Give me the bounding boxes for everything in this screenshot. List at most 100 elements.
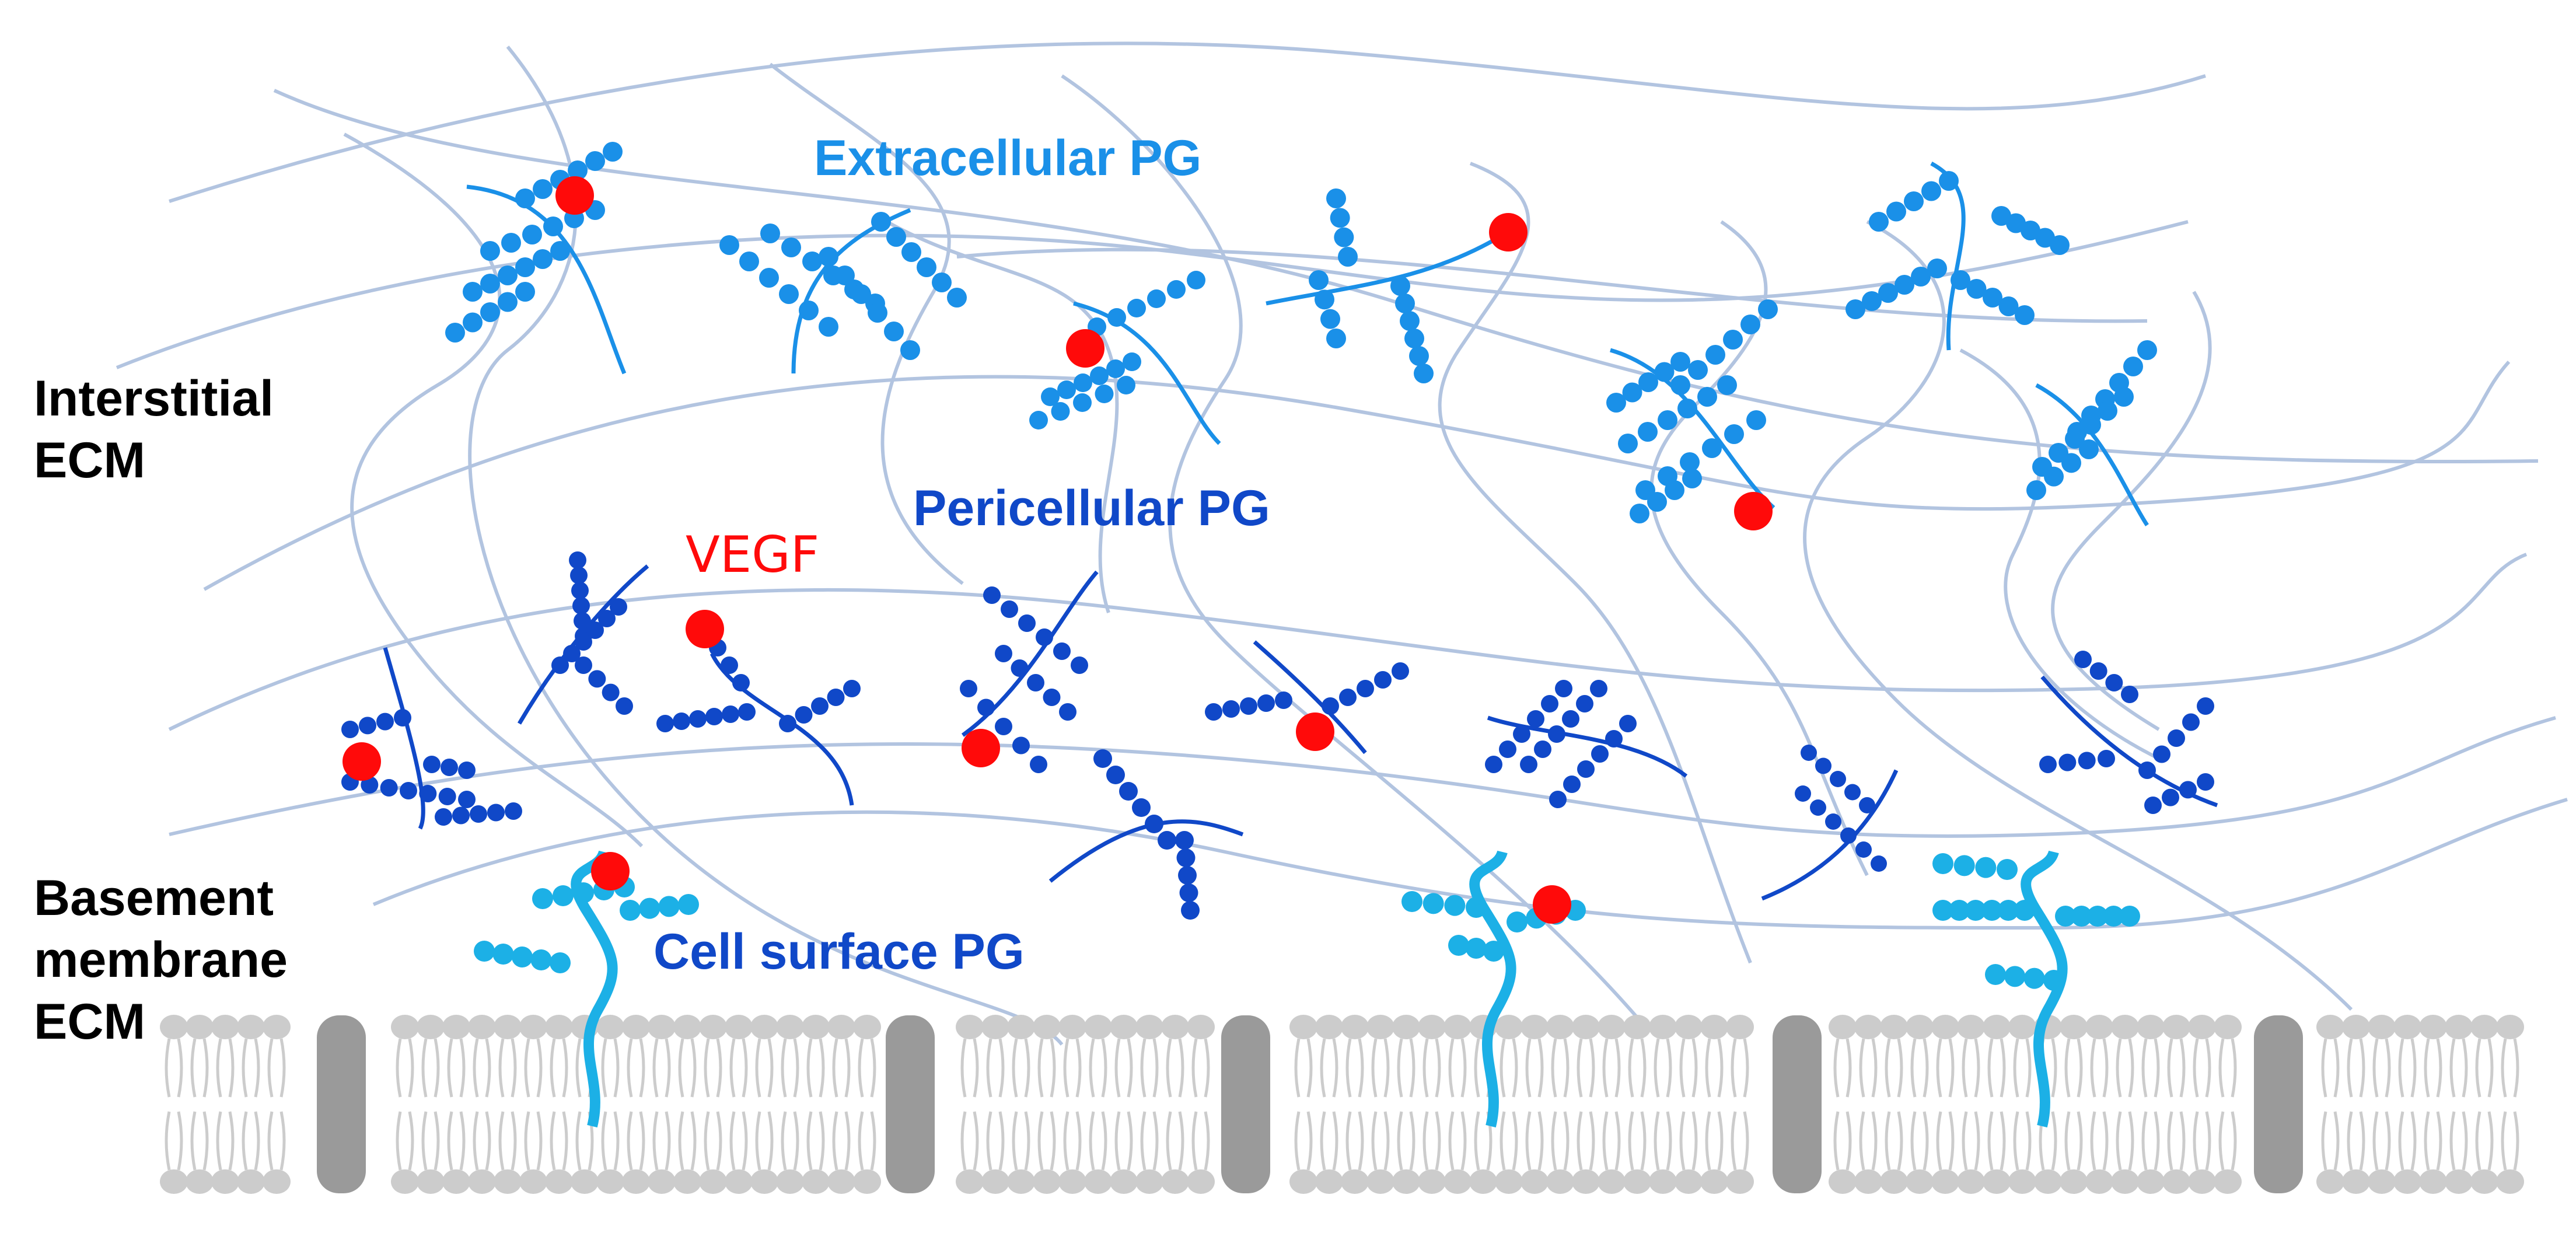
- gag-bead: [452, 806, 470, 825]
- lipid-tail: [2449, 1111, 2468, 1171]
- lipid-head: [2393, 1015, 2421, 1039]
- gag-bead: [1222, 700, 1240, 718]
- gag-bead: [1541, 695, 1558, 712]
- lipid-tail: [1063, 1111, 1082, 1171]
- lipid-tail: [498, 1111, 517, 1171]
- gag-bead: [1724, 424, 1744, 444]
- lipid-tail: [2193, 1038, 2211, 1098]
- gag-bead: [1106, 766, 1125, 784]
- gag-bead: [1395, 294, 1415, 313]
- lipid-head: [263, 1015, 291, 1039]
- lipid-tail: [652, 1111, 671, 1171]
- lipid-head: [802, 1015, 830, 1039]
- lipid-tail: [1422, 1038, 1441, 1098]
- gag-bead: [884, 322, 904, 341]
- gag-bead: [602, 683, 620, 701]
- gag-bead: [563, 645, 581, 662]
- gag-bead: [1018, 614, 1036, 632]
- gag-bead: [1106, 359, 1125, 378]
- gag-bead: [1680, 452, 1700, 472]
- lipid-tail: [524, 1111, 543, 1171]
- lipid-head: [1007, 1015, 1035, 1039]
- lipid-tail: [1012, 1038, 1030, 1098]
- core-protein: [1266, 232, 1507, 306]
- lipid-tail: [1191, 1038, 1210, 1098]
- gag-bead: [569, 551, 586, 569]
- lipid-tail: [1987, 1038, 2006, 1098]
- gag-bead: [1485, 756, 1502, 773]
- lipid-tail: [267, 1111, 286, 1171]
- gag-bead: [995, 645, 1012, 662]
- gag-bead: [1043, 689, 1061, 706]
- gag-bead: [2119, 906, 2140, 927]
- lipid-tail: [1602, 1038, 1621, 1098]
- gag-bead: [1981, 900, 2002, 921]
- gag-bead: [900, 340, 920, 360]
- lipid-tail: [2167, 1111, 2186, 1171]
- lipid-tail: [267, 1038, 286, 1098]
- gag-bead: [470, 805, 487, 823]
- gag-bead: [1688, 360, 1708, 380]
- gag-bead: [574, 612, 591, 630]
- gag-bead: [1844, 784, 1861, 801]
- lipid-head: [2008, 1015, 2036, 1039]
- core-protein: [1610, 348, 1775, 509]
- lipid-head: [2085, 1169, 2113, 1194]
- lipid-tail: [1910, 1038, 1929, 1098]
- gag-bead: [2197, 773, 2214, 791]
- gag-bead: [1723, 330, 1743, 350]
- lipid-head: [1392, 1169, 1420, 1194]
- gag-bead: [721, 656, 738, 674]
- lipid-tail: [1448, 1038, 1467, 1098]
- gag-bead: [480, 241, 500, 261]
- lipid-tail: [524, 1038, 543, 1098]
- lipid-tail: [1114, 1038, 1133, 1098]
- lipid-head: [1957, 1015, 1985, 1039]
- lipid-head: [237, 1015, 265, 1039]
- lipid-head: [417, 1169, 445, 1194]
- lipid-tail: [2064, 1111, 2083, 1171]
- gag-bead: [1855, 841, 1872, 858]
- gag-bead: [571, 582, 589, 599]
- lipid-head: [622, 1169, 650, 1194]
- gag-bead: [1654, 362, 1675, 382]
- lipid-head: [2060, 1169, 2088, 1194]
- gag-bead: [2123, 357, 2143, 376]
- lipid-head: [571, 1169, 599, 1194]
- lipid-head: [1110, 1015, 1138, 1039]
- gag-bead: [1859, 797, 1875, 813]
- gag-bead: [1606, 393, 1626, 413]
- lipid-tail: [832, 1111, 851, 1171]
- gag-bead: [779, 284, 799, 304]
- lipid-tail: [960, 1038, 979, 1098]
- lipid-tail: [1063, 1038, 1082, 1098]
- vegf-dot: [1734, 492, 1773, 530]
- gag-bead: [1965, 900, 1986, 921]
- gag-bead: [1466, 938, 1487, 959]
- lipid-tail: [1551, 1111, 1570, 1171]
- lipid-head: [1315, 1015, 1343, 1039]
- gag-bead: [2182, 713, 2200, 731]
- lipid-head: [2162, 1169, 2190, 1194]
- gag-bead: [1167, 280, 1186, 299]
- lipid-tail: [2398, 1111, 2417, 1171]
- gag-bead: [1181, 901, 1200, 920]
- lipid-head: [853, 1169, 881, 1194]
- lipid-head: [1546, 1015, 1574, 1039]
- lipid-tail: [2167, 1038, 2186, 1098]
- gag-bead: [1939, 171, 1959, 191]
- lipid-head: [1007, 1169, 1035, 1194]
- gag-bead: [1549, 791, 1567, 808]
- vegf-dot: [1489, 213, 1528, 252]
- gag-bead: [376, 712, 394, 731]
- lipid-head: [750, 1169, 778, 1194]
- gag-bead: [1740, 315, 1760, 334]
- gag-bead: [620, 900, 641, 921]
- lipid-tail: [1320, 1038, 1338, 1098]
- lipid-head: [2470, 1015, 2498, 1039]
- lipid-head: [1084, 1015, 1112, 1039]
- lipid-head: [1443, 1015, 1471, 1039]
- lipid-head: [1572, 1015, 1600, 1039]
- lipid-tail: [627, 1038, 645, 1098]
- lipid-tail: [1833, 1038, 1852, 1098]
